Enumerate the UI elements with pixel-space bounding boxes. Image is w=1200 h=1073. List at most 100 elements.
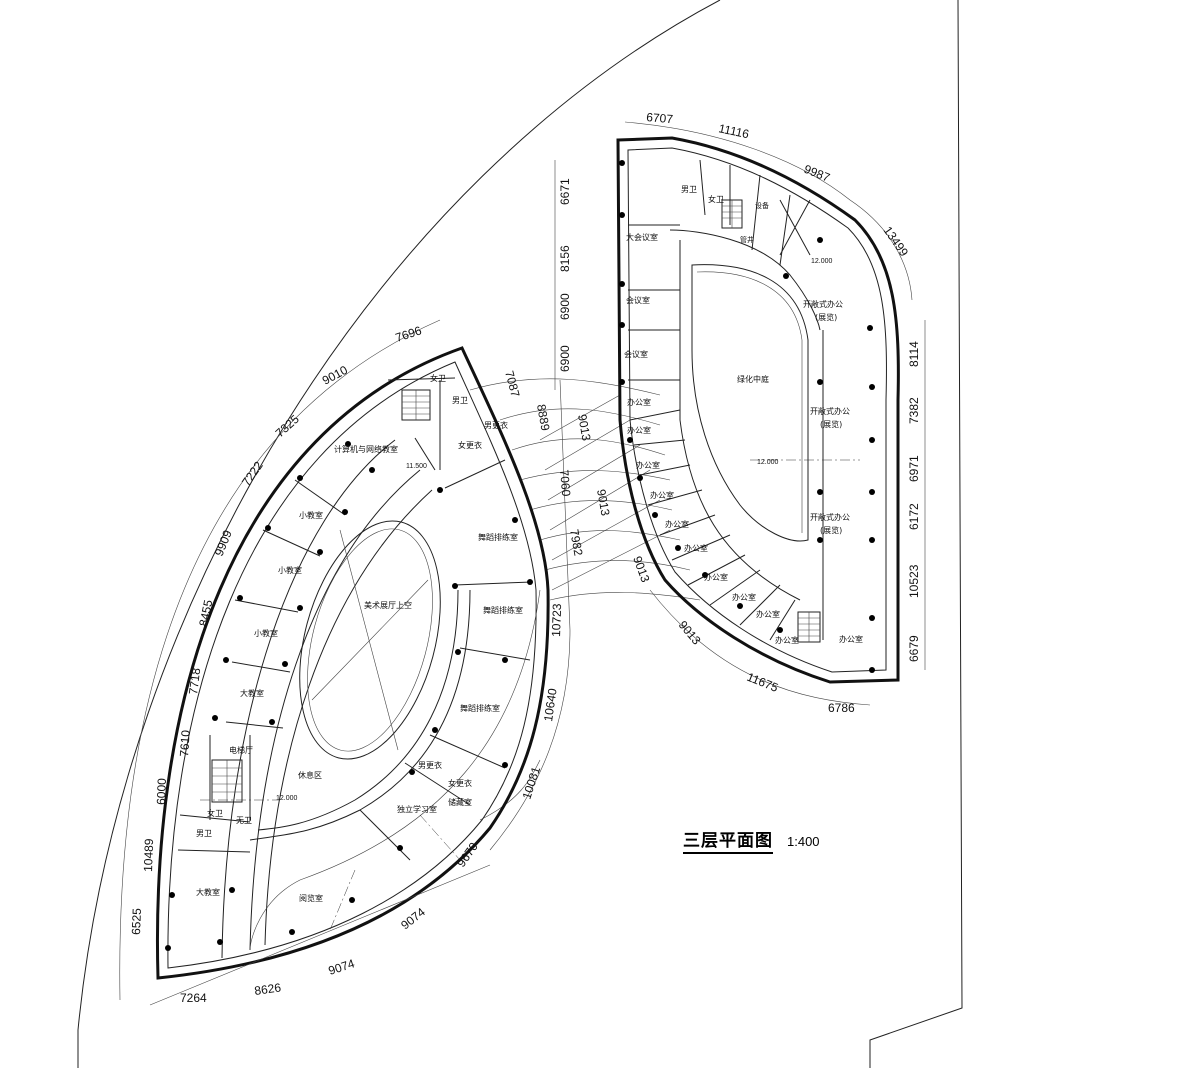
room-label: 男更衣 [484, 420, 508, 430]
dim-label: 10523 [907, 564, 921, 598]
east-wing-outer-wall [616, 136, 900, 684]
drawing-title-block: 三层平面图 1:400 [683, 826, 820, 854]
room-label: 办公室 [684, 543, 708, 553]
room-label: 储藏室 [448, 797, 472, 807]
room-label: 休息区 [298, 770, 322, 780]
room-label: 办公室 [704, 572, 728, 582]
courtyard-outline [691, 264, 809, 542]
atrium-void [299, 520, 441, 760]
dim-label: 7382 [907, 397, 921, 424]
room-label: (展览) [815, 312, 837, 322]
connecting-bridges [469, 378, 701, 821]
dim-label: 10489 [141, 838, 156, 872]
site-boundary [77, 0, 963, 1068]
room-label: 男更衣 [418, 760, 442, 770]
room-label: 会议室 [624, 349, 648, 359]
room-label: 开敞式办公 [810, 406, 850, 416]
west-wing-outer-wall [155, 346, 550, 980]
dim-label: 6679 [907, 635, 921, 662]
room-label: 阅览室 [299, 893, 323, 903]
room-label: 大教室 [240, 688, 264, 698]
room-label: 办公室 [627, 397, 651, 407]
room-label: 大教室 [196, 887, 220, 897]
level-mark: 12.000 [276, 795, 298, 802]
east-wing-inner-wall [627, 147, 887, 673]
dim-label: 9013 [575, 413, 593, 442]
dim-label: 8156 [558, 245, 572, 272]
room-label: (展览) [820, 419, 842, 429]
east-wing-dimension-labels: 6707 11116 9987 13499 6671 8156 6900 690… [558, 110, 921, 715]
west-wing-inner-wall [167, 361, 537, 969]
dim-label: 9987 [802, 162, 832, 185]
dim-label: 6971 [907, 455, 921, 482]
dim-label: 9074 [398, 905, 428, 933]
room-label: 小教室 [254, 628, 278, 638]
east-wing [616, 136, 900, 684]
room-label: 办公室 [756, 609, 780, 619]
dim-label: 11675 [745, 670, 781, 695]
room-label: 舞蹈排练室 [460, 703, 500, 713]
room-label: 女更衣 [458, 440, 482, 450]
room-label: 开敞式办公 [810, 512, 850, 522]
room-label: 会议室 [626, 295, 650, 305]
room-label: 办公室 [775, 635, 799, 645]
dim-label: 9010 [320, 363, 350, 388]
dim-label: 6786 [828, 701, 855, 715]
dim-label: 7696 [394, 323, 424, 345]
level-mark: 11.500 [406, 463, 427, 470]
dim-label: 7264 [180, 991, 207, 1005]
dim-label: 6900 [558, 345, 572, 372]
dim-label: 10081 [520, 765, 544, 801]
room-label: 舞蹈排练室 [478, 532, 518, 542]
dim-label: 10640 [541, 687, 560, 722]
dim-label: 9013 [676, 618, 704, 648]
room-label: 办公室 [650, 490, 674, 500]
room-label: 男卫 [452, 396, 468, 405]
dim-label: 6671 [558, 178, 572, 205]
dim-label: 6000 [154, 778, 169, 805]
dim-label: 8114 [907, 341, 921, 367]
room-label: 男卫 [196, 829, 212, 838]
dim-label: 7060 [557, 469, 573, 497]
room-label: 开敞式办公 [803, 299, 843, 309]
dim-label: 7087 [502, 369, 523, 399]
dim-label: 9013 [630, 554, 652, 584]
level-mark: 12.000 [811, 258, 833, 265]
room-label: 电梯厅 [229, 745, 253, 755]
room-label: 小教室 [278, 565, 302, 575]
dim-label: 13499 [881, 224, 912, 260]
room-label: 大会议室 [626, 232, 658, 242]
dim-label: 9013 [594, 488, 612, 517]
room-label: 女卫 [207, 808, 223, 818]
room-label: 独立学习室 [397, 804, 437, 814]
plan-scale: 1:400 [787, 834, 820, 849]
dim-label: 8626 [253, 980, 282, 998]
room-label: 女卫 [430, 373, 446, 383]
dim-label: 6900 [558, 293, 572, 320]
room-label: 女卫 [708, 194, 724, 204]
dim-label: 8455 [196, 598, 215, 627]
room-label: 办公室 [732, 592, 756, 602]
room-label: 小教室 [299, 510, 323, 520]
structural-columns [165, 160, 875, 951]
dim-label: 9909 [212, 528, 235, 558]
east-wing-room-labels: 男卫 女卫 设备 管井 大会议室 会议室 会议室 办公室 办公室 办公室 办公室… [624, 185, 863, 645]
room-label: 女更衣 [448, 778, 472, 788]
dimension-lines [119, 121, 926, 1006]
dim-label: 6172 [907, 503, 921, 530]
room-label: (展览) [820, 525, 842, 535]
room-label: 办公室 [627, 425, 651, 435]
room-label: 设备 [755, 201, 769, 210]
west-wing [155, 346, 550, 980]
room-label: 管井 [740, 235, 754, 244]
room-label: 无卫 [236, 816, 252, 825]
dim-label: 6707 [646, 110, 674, 126]
dim-label: 9074 [327, 956, 357, 978]
dim-label: 10723 [549, 603, 564, 637]
dim-label: 7982 [567, 528, 585, 557]
room-label: 办公室 [636, 460, 660, 470]
room-label: 办公室 [665, 519, 689, 529]
level-mark: 12.000 [757, 459, 779, 466]
dim-label: 7718 [186, 667, 203, 696]
